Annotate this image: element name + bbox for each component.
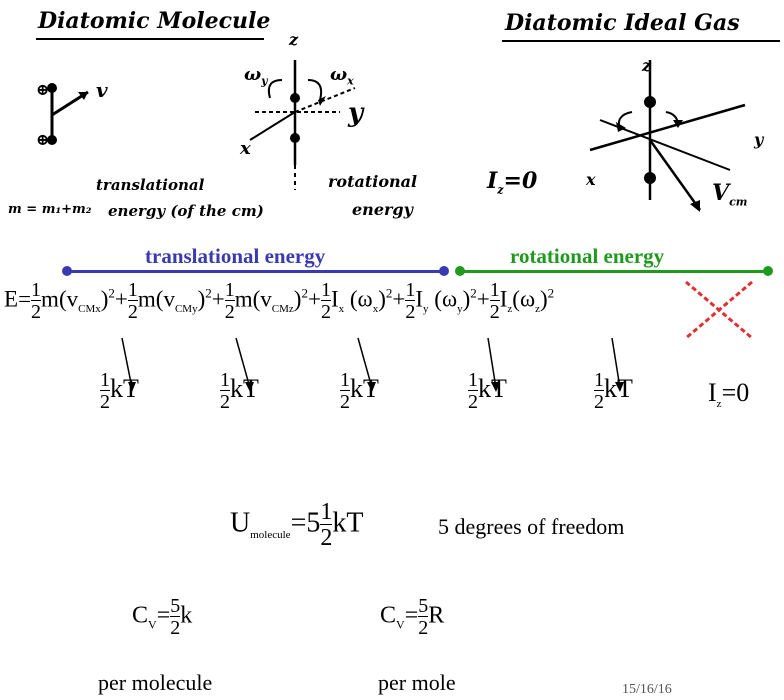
rotational-band-label: rotational energy <box>510 244 665 268</box>
gas-sketch <box>589 60 746 212</box>
iz-zero-sketch-label: Iz=0 <box>487 168 538 197</box>
term-arrows <box>121 337 624 392</box>
gas-z-label: z <box>642 56 652 75</box>
rotational-label: rotational <box>328 172 418 191</box>
molecule-sketch <box>47 60 356 190</box>
rotational-energy-label: energy <box>352 200 413 219</box>
velocity-label: v <box>96 78 108 102</box>
vcm-label: Vcm <box>712 180 748 209</box>
rotational-band-dot-right <box>763 266 773 276</box>
energy-cm-label: energy (of the cm) <box>108 202 264 220</box>
translational-band-line <box>66 270 444 273</box>
omega-x-label: ωx <box>330 64 354 88</box>
atom-top-label: ⊕ <box>36 80 50 99</box>
per-molecule-caption: per molecule <box>98 670 213 695</box>
rotational-band-line <box>460 270 768 273</box>
y-axis-label: y <box>348 98 364 128</box>
heading-underline-right <box>502 40 780 42</box>
x-axis-label: x <box>240 138 251 159</box>
translational-label: translational <box>96 176 205 194</box>
gas-x-label: x <box>586 170 596 189</box>
rotational-band-dot-left <box>455 266 465 276</box>
mass-note: m = m₁+m₂ <box>8 202 92 217</box>
atom-bottom-label: ⊕ <box>36 130 50 149</box>
z-axis-label: z <box>289 30 299 49</box>
per-mole-caption: per mole <box>378 670 456 695</box>
gas-y-label: y <box>754 130 764 149</box>
translational-band-dot-left <box>62 266 72 276</box>
omega-y-label: ωy <box>244 64 268 88</box>
translational-band-label: translational energy <box>145 244 326 268</box>
iz-cross-out <box>685 280 753 340</box>
translational-band-dot-right <box>439 266 449 276</box>
heading-diatomic-ideal-gas: Diatomic Ideal Gas <box>505 10 740 36</box>
degrees-of-freedom: 5 degrees of freedom <box>438 514 625 539</box>
iz-zero-term: Iz=0 <box>708 378 750 411</box>
heading-underline-left <box>36 38 264 40</box>
heading-diatomic-molecule: Diatomic Molecule <box>38 8 271 34</box>
footer-note: 15/16/16 <box>622 682 672 697</box>
